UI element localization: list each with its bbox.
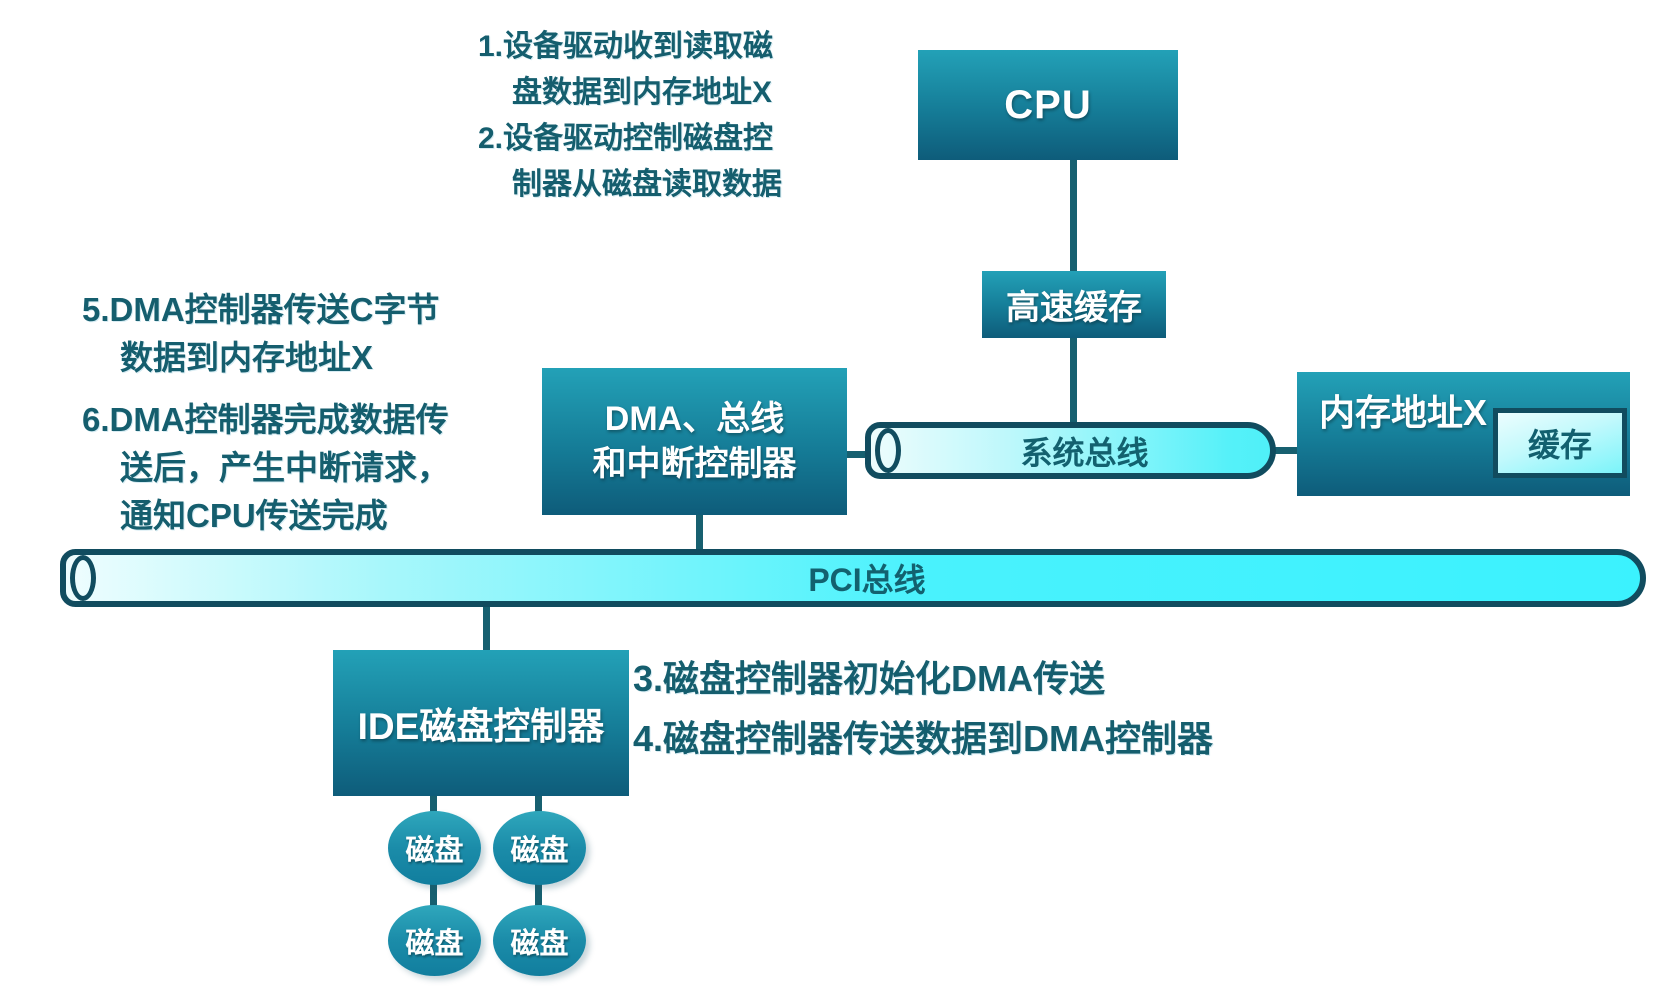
annotation-line: 5.DMA控制器传送C字节: [82, 291, 440, 328]
annotation-line: 通知CPU传送完成: [120, 497, 388, 534]
connector-disk-disk-left: [430, 881, 437, 909]
connector-dma-pcibus: [696, 514, 703, 552]
annotation-steps-3-4: 3.磁盘控制器初始化DMA传送 4.磁盘控制器传送数据到DMA控制器: [633, 653, 1213, 773]
dma-label-line2: 和中断控制器: [592, 444, 797, 483]
cylinder-end-cap: [70, 555, 96, 601]
annotation-line: 6.DMA控制器完成数据传: [82, 401, 449, 438]
connector-pcibus-ide: [483, 605, 490, 652]
cpu-box: CPU: [918, 50, 1178, 160]
disk-label: 磁盘: [510, 927, 569, 960]
pci-bus-label: PCI总线: [808, 562, 926, 598]
cache-box: 高速缓存: [982, 271, 1166, 338]
cache-label: 高速缓存: [1006, 289, 1142, 327]
ide-disk-controller-box: IDE磁盘控制器: [333, 650, 629, 796]
annotation-line: 1.设备驱动收到读取磁: [478, 30, 774, 63]
system-bus-label: 系统总线: [1020, 434, 1149, 471]
memory-address-box: 内存地址X 缓存: [1297, 372, 1630, 496]
annotation-steps-1-2: 1.设备驱动收到读取磁 盘数据到内存地址X 2.设备驱动控制磁盘控 制器从磁盘读…: [478, 24, 782, 208]
annotation-line: 盘数据到内存地址X: [512, 76, 773, 109]
dma-controller-box: DMA、总线 和中断控制器: [542, 368, 847, 515]
annotation-line: 3.磁盘控制器初始化DMA传送: [633, 658, 1106, 699]
annotation-line: 数据到内存地址X: [120, 339, 374, 376]
annotation-line: 送后，产生中断请求，: [120, 449, 450, 486]
connector-disk-disk-right: [535, 881, 542, 909]
disk-ellipse: 磁盘: [388, 905, 481, 976]
disk-ellipse: 磁盘: [493, 905, 586, 976]
disk-label: 磁盘: [405, 927, 464, 960]
connector-ide-disk-left: [430, 794, 437, 816]
ide-label: IDE磁盘控制器: [357, 706, 605, 747]
dma-label-line1: DMA、总线: [604, 399, 785, 438]
disk-label: 磁盘: [405, 835, 464, 867]
connector-systembus-memory: [1270, 447, 1302, 454]
annotation-line: 2.设备驱动控制磁盘控: [478, 122, 774, 155]
system-bus-cylinder: 系统总线: [865, 422, 1276, 479]
annotation-steps-5-6: 5.DMA控制器传送C字节 数据到内存地址X 6.DMA控制器完成数据传 送后，…: [82, 286, 450, 540]
disk-ellipse: 磁盘: [493, 811, 586, 885]
connector-cache-systembus: [1070, 337, 1077, 425]
cpu-label: CPU: [1004, 82, 1092, 127]
connector-ide-disk-right: [535, 794, 542, 816]
cylinder-end-cap: [875, 428, 901, 473]
annotation-line: 4.磁盘控制器传送数据到DMA控制器: [633, 718, 1214, 759]
annotation-line: 制器从磁盘读取数据: [512, 168, 782, 201]
connector-cpu-cache: [1070, 159, 1077, 273]
memory-address-label: 内存地址X: [1319, 392, 1488, 433]
pci-bus-cylinder: PCI总线: [60, 549, 1646, 607]
memory-cache-box: 缓存: [1493, 408, 1627, 478]
disk-ellipse: 磁盘: [388, 811, 481, 885]
connector-dma-systembus: [843, 451, 871, 458]
memory-cache-label: 缓存: [1527, 427, 1592, 463]
disk-label: 磁盘: [510, 835, 569, 867]
